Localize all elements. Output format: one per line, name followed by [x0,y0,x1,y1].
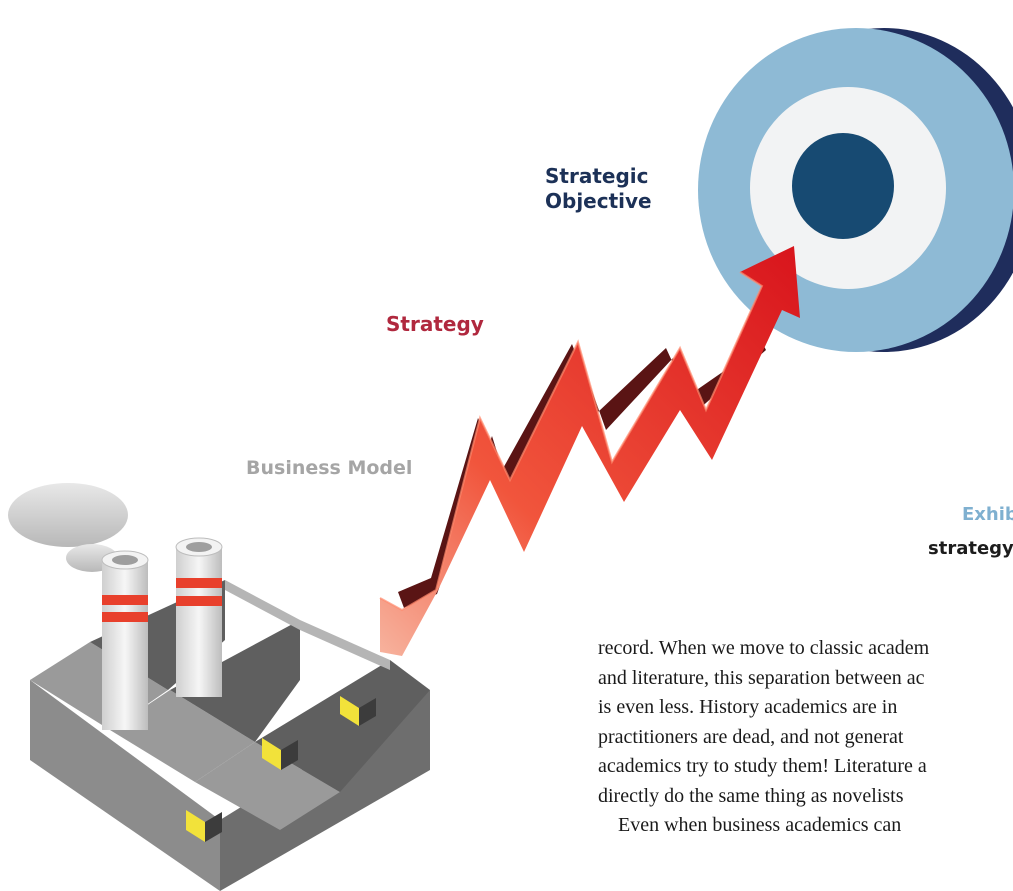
window [186,810,205,842]
strategic-objective-label: Strategic Objective [545,164,652,214]
body-text: record. When we move to classic academ a… [598,634,1013,841]
exhibit-caption-line-2: strategy [928,538,1013,559]
text-line: directly do the same thing as novelists [598,784,904,807]
objective-line-2: Objective [545,189,652,213]
target-icon [698,28,1013,352]
exhibit-caption: Exhibi [962,504,1013,525]
factory-icon [30,537,430,891]
objective-line-1: Strategic [545,164,649,188]
zigzag-arrow-icon [379,246,800,656]
text-line: and literature, this separation between … [598,666,925,689]
window [262,738,281,770]
window [340,696,359,726]
text-line: practitioners are dead, and not generat [598,725,904,748]
strategy-label: Strategy [386,312,484,336]
business-model-label: Business Model [246,457,413,479]
text-line: academics try to study them! Literature … [598,755,927,777]
text-line: Even when business academics can [618,814,902,836]
text-line: record. When we move to classic academ [598,637,930,659]
text-line: is even less. History academics are in [598,696,898,718]
